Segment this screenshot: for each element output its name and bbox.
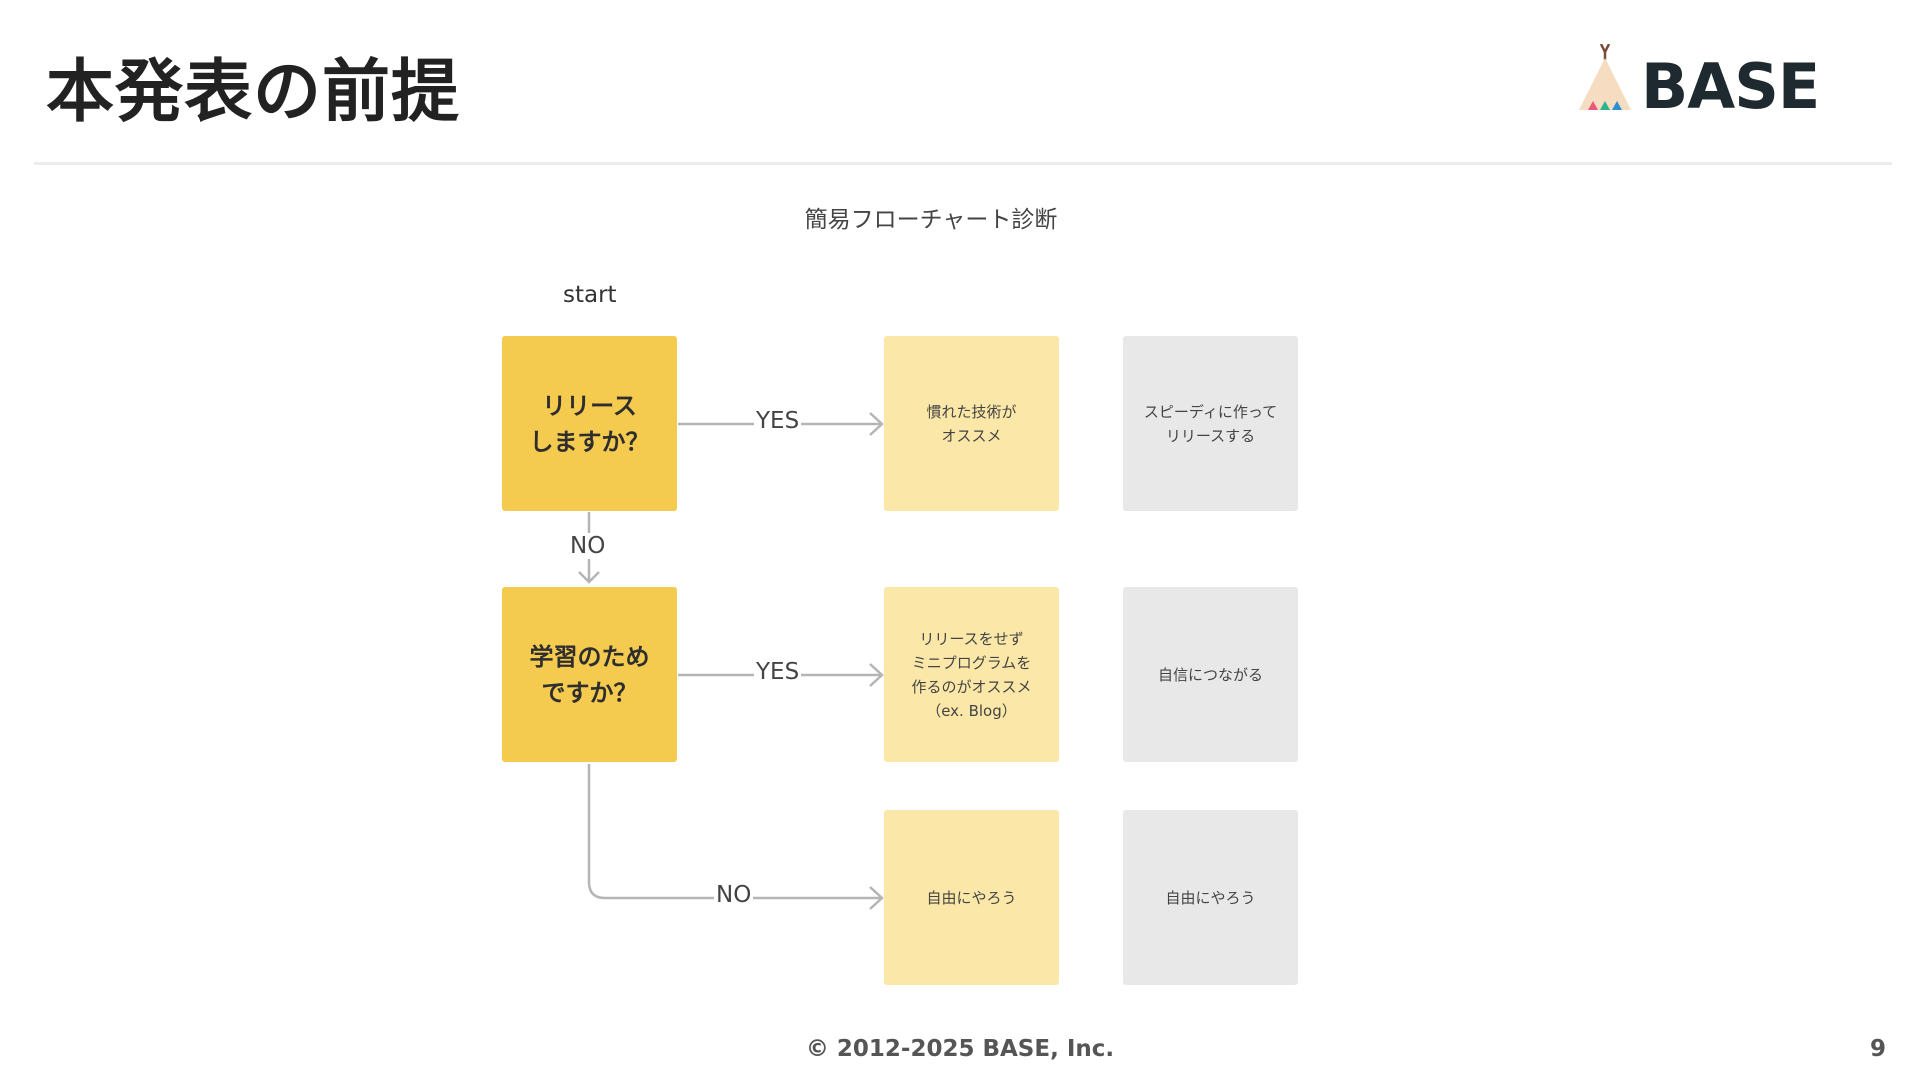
recommendation-box-free: 自由にやろう [884, 810, 1059, 985]
question-box-release: リリース しますか？ [502, 336, 677, 511]
edge-label-q2-yes: YES [754, 659, 802, 685]
edge-label-q1-yes: YES [754, 408, 802, 434]
recommendation-box-familiar-tech: 慣れた技術が オススメ [884, 336, 1059, 511]
copyright-footer: © 2012-2025 BASE, Inc. [805, 1036, 1115, 1062]
result-box-confidence: 自信につながる [1123, 587, 1298, 762]
arrowhead-q1-no [578, 571, 600, 584]
arrowhead-q2-yes [869, 663, 884, 687]
start-label: start [563, 282, 617, 308]
arrowhead-q2-no [869, 886, 884, 910]
question-box-learning: 学習のため ですか？ [502, 587, 677, 762]
page-number: 9 [1869, 1036, 1886, 1062]
recommendation-box-mini-program: リリースをせず ミニプログラムを 作るのがオススメ （ex. Blog） [884, 587, 1059, 762]
header-divider [34, 162, 1892, 165]
connector-q2-no [587, 764, 882, 900]
result-box-speedy-release: スピーディに作って リリースする [1123, 336, 1298, 511]
slide-title: 本発表の前提 [46, 53, 461, 132]
brand-logo: BASE [1575, 43, 1820, 124]
result-box-free: 自由にやろう [1123, 810, 1298, 985]
edge-label-q2-no: NO [714, 882, 754, 908]
edge-label-q1-no: NO [568, 533, 608, 559]
tent-icon [1579, 43, 1631, 110]
arrowhead-q1-yes [869, 412, 884, 436]
diagram-title: 簡易フローチャート診断 [804, 207, 1058, 233]
logo-wordmark: BASE [1641, 50, 1820, 123]
